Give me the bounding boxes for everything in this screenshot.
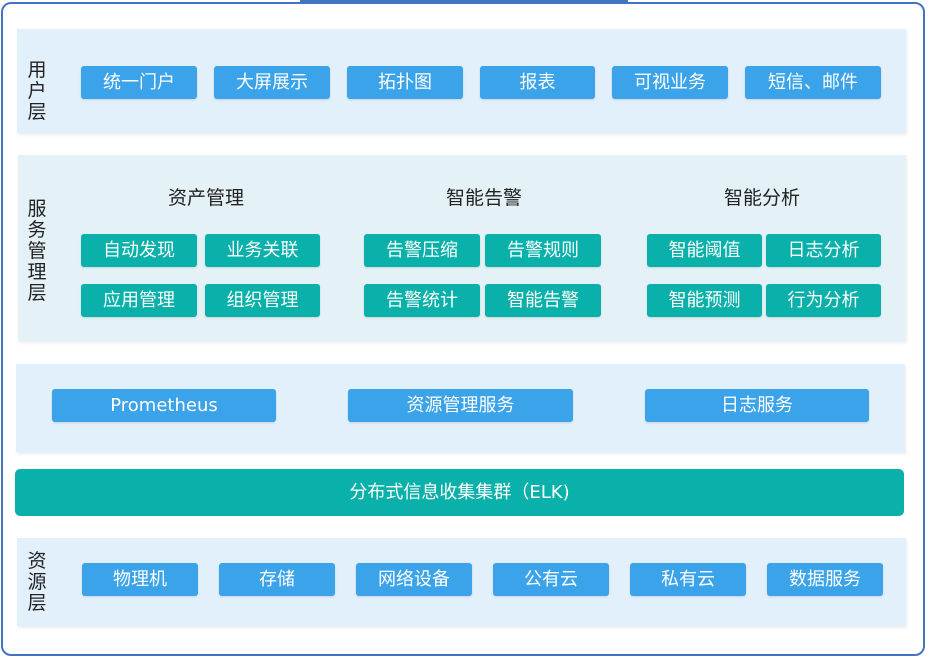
resource-item-storage[interactable]: 存储	[219, 563, 335, 596]
analysis-item-threshold[interactable]: 智能阈值	[647, 234, 762, 267]
alert-item-rules[interactable]: 告警规则	[485, 234, 601, 267]
frame-top-accent	[300, 0, 628, 2]
analysis-item-behavior[interactable]: 行为分析	[766, 284, 881, 317]
resource-item-public-cloud[interactable]: 公有云	[493, 563, 609, 596]
service-resource-mgmt[interactable]: 资源管理服务	[348, 389, 573, 422]
asset-item-app-mgmt[interactable]: 应用管理	[81, 284, 197, 317]
service-prometheus[interactable]: Prometheus	[52, 389, 276, 422]
group-title-alert: 智能告警	[445, 187, 522, 209]
alert-item-compress[interactable]: 告警压缩	[364, 234, 480, 267]
resource-layer-label: 资源层	[27, 550, 47, 614]
asset-item-org-mgmt[interactable]: 组织管理	[205, 284, 320, 317]
service-layer-label: 服务管理层	[27, 198, 47, 304]
service-log[interactable]: 日志服务	[645, 389, 869, 422]
resource-item-network[interactable]: 网络设备	[356, 563, 472, 596]
elk-cluster-bar[interactable]: 分布式信息收集集群（ELK)	[15, 469, 904, 516]
user-item-visual-business[interactable]: 可视业务	[612, 66, 728, 99]
group-title-asset: 资产管理	[167, 187, 244, 209]
asset-item-business-link[interactable]: 业务关联	[205, 234, 320, 267]
user-item-bigscreen[interactable]: 大屏展示	[214, 66, 330, 99]
group-title-analysis: 智能分析	[723, 187, 800, 209]
user-item-sms-email[interactable]: 短信、邮件	[745, 66, 881, 99]
analysis-item-log[interactable]: 日志分析	[766, 234, 881, 267]
alert-item-smart[interactable]: 智能告警	[485, 284, 601, 317]
resource-item-private-cloud[interactable]: 私有云	[630, 563, 746, 596]
resource-item-physical[interactable]: 物理机	[82, 563, 198, 596]
user-item-portal[interactable]: 统一门户	[81, 66, 197, 99]
user-layer-label: 用户层	[27, 59, 47, 123]
alert-item-stats[interactable]: 告警统计	[364, 284, 480, 317]
user-item-report[interactable]: 报表	[480, 66, 595, 99]
asset-item-discovery[interactable]: 自动发现	[81, 234, 197, 267]
user-item-topology[interactable]: 拓扑图	[347, 66, 463, 99]
analysis-item-predict[interactable]: 智能预测	[647, 284, 762, 317]
resource-item-data-service[interactable]: 数据服务	[767, 563, 883, 596]
